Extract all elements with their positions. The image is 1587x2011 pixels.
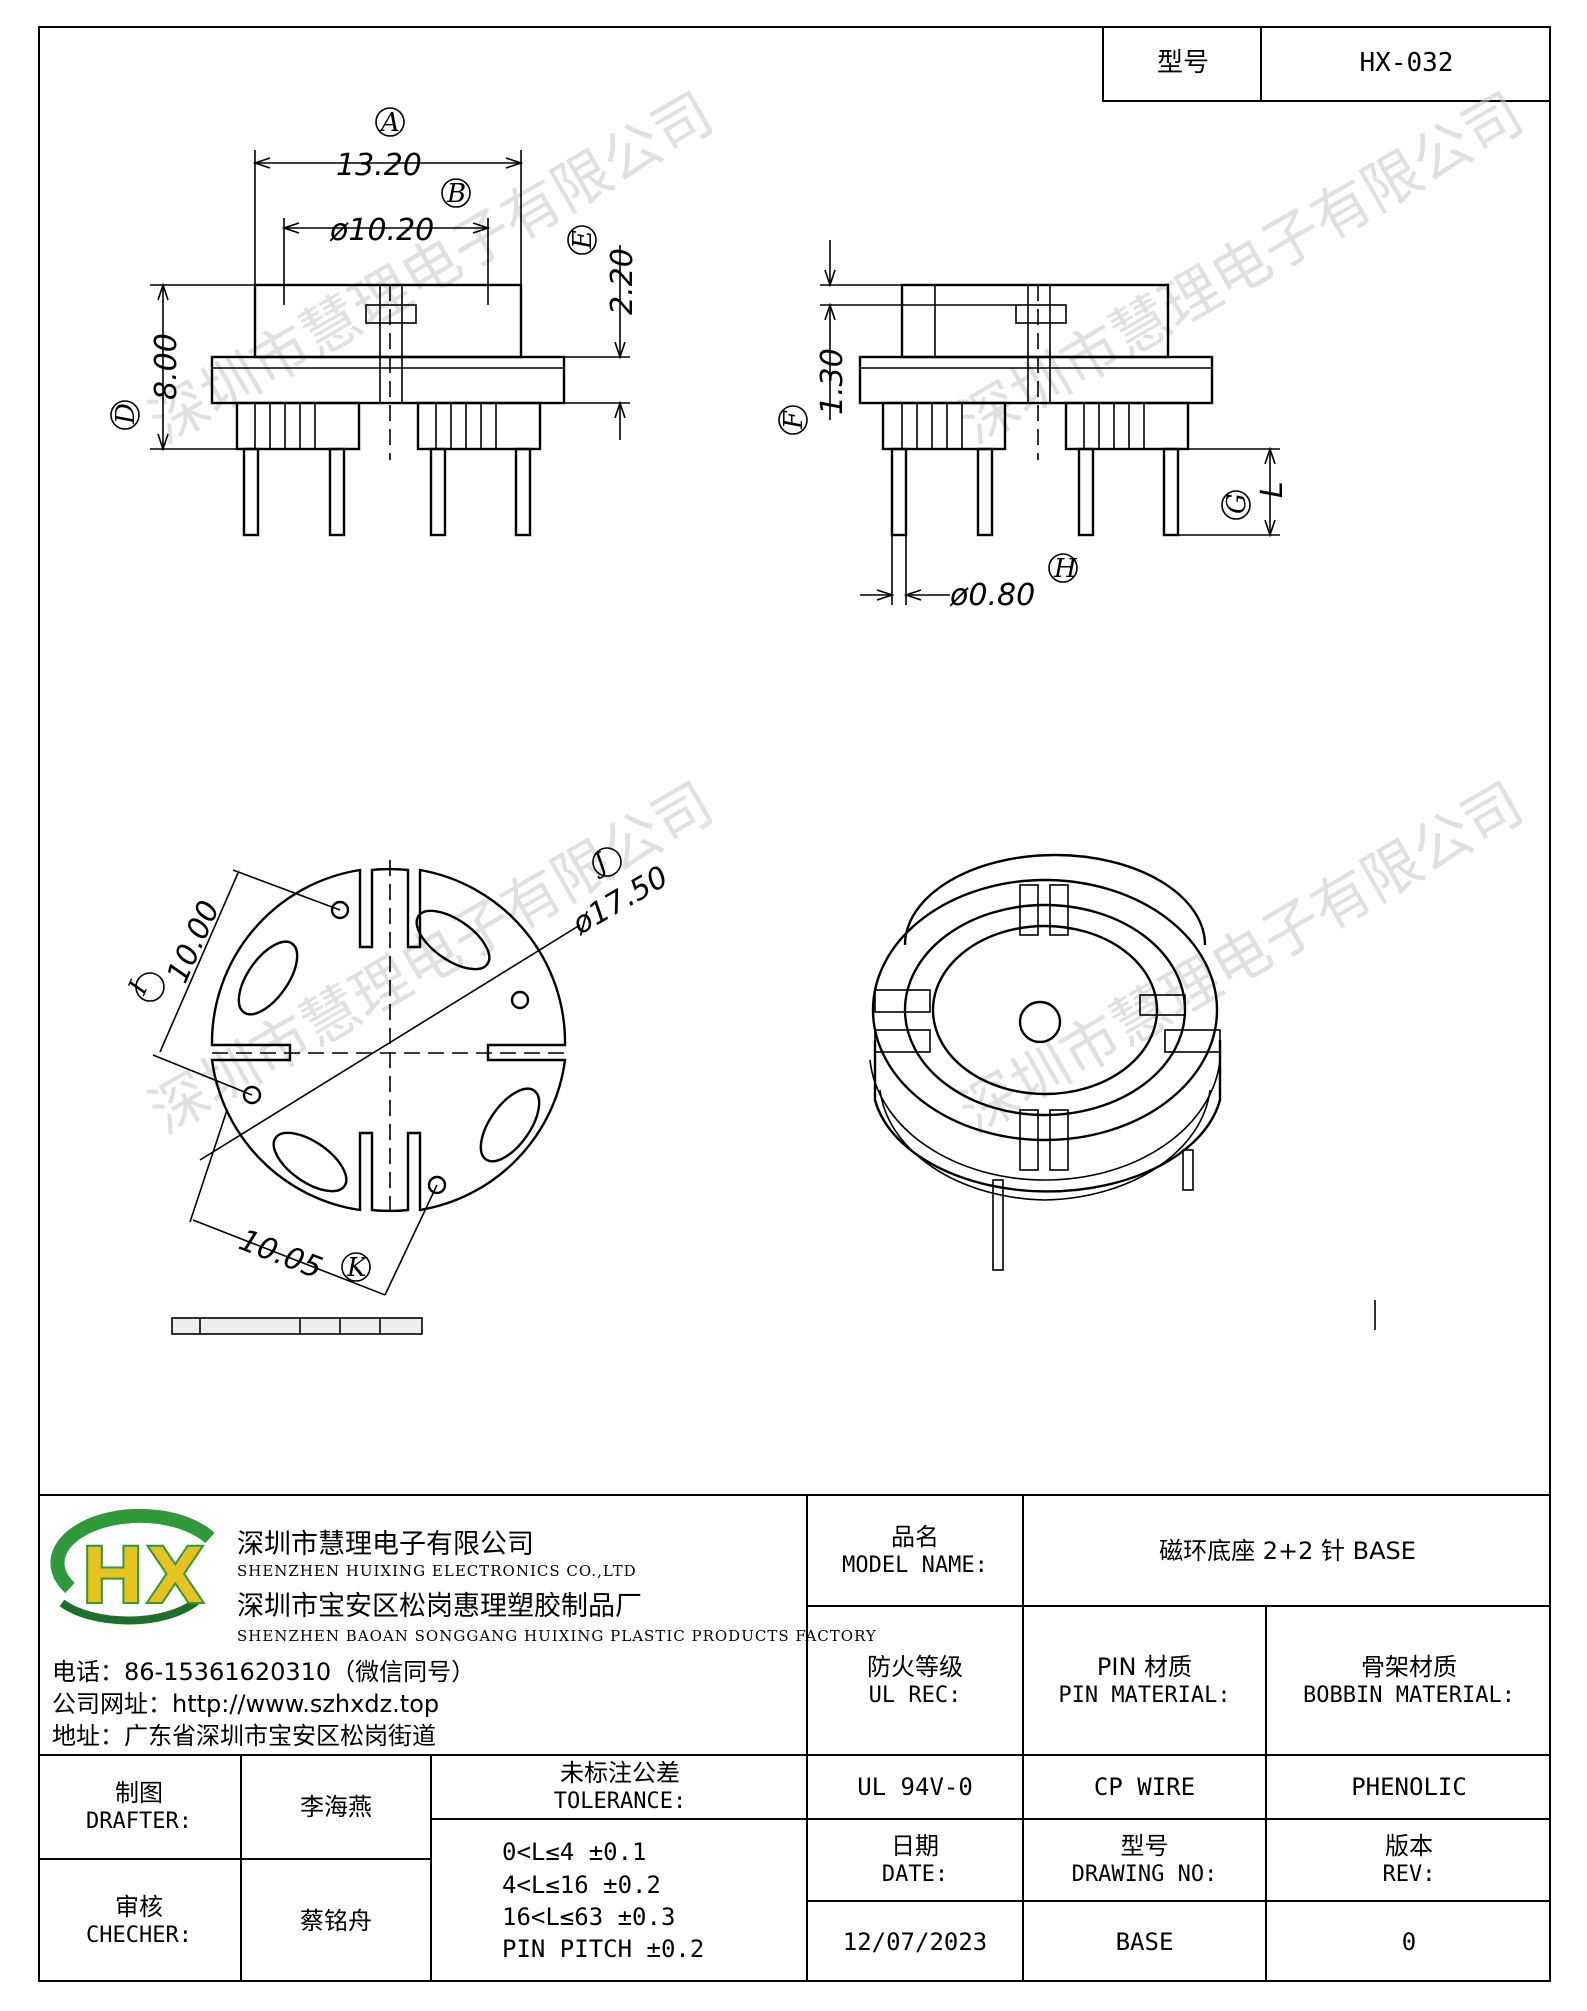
model-name-label: 品名 MODEL NAME: [808,1496,1022,1605]
factory-name-cn: 深圳市宝安区松岗惠理塑胶制品厂 [237,1591,642,1622]
dim-d-value: 8.00 [149,333,184,400]
toolbar-fragment [171,1317,423,1335]
rev-label: 版本 REV: [1267,1820,1551,1900]
date-en: DATE: [881,1862,949,1888]
tolerance-row: 16<L≤63 ±0.3 [502,1903,676,1931]
dim-i-value: 10.00 [160,896,227,989]
watermark-3: 深圳市慧理电子有限公司 [138,769,725,1147]
tolerance-label: 未标注公差 TOLERANCE: [432,1756,808,1818]
dim-h-value: ø0.80 [949,578,1035,613]
pin-material-label: PIN 材质 PIN MATERIAL: [1024,1607,1265,1754]
drafter-label: 制图 DRAFTER: [38,1756,240,1858]
rev-value: 0 [1401,1928,1417,1956]
drafter-name: 李海燕 [300,1793,372,1821]
company-name-cn: 深圳市慧理电子有限公司 [237,1529,534,1560]
bobbin-material-label: 骨架材质 BOBBIN MATERIAL: [1267,1607,1551,1754]
dim-a-value: 13.20 [336,148,422,183]
model-name-cn: 品名 [891,1522,939,1551]
pin-value: CP WIRE [1093,1773,1196,1801]
tolerance-cn: 未标注公差 [560,1759,680,1788]
dim-h-label: H [1053,554,1078,584]
ul-rec-label: 防火等级 UL REC: [808,1607,1022,1754]
company-website: 公司网址：http://www.szhxdz.top [52,1690,440,1718]
drafter-cn: 制图 [115,1779,163,1808]
drawing-no-en: DRAWING NO: [1071,1862,1218,1888]
dim-k-label: K [346,1253,368,1283]
dim-f-value: 1.30 [815,348,850,415]
dim-d-label: D [111,403,141,425]
technical-drawing: 深圳市慧理电子有限公司 深圳市慧理电子有限公司 深圳市慧理电子有限公司 深圳市慧… [110,79,1535,1335]
model-name-value: 磁环底座 2+2 针 BASE [1159,1536,1416,1565]
pin-material-en: PIN MATERIAL: [1058,1682,1231,1708]
tolerance-row: 0<L≤4 ±0.1 [502,1838,647,1867]
company-name-en: SHENZHEN HUIXING ELECTRONICS CO.,LTD [237,1562,637,1580]
side-view: 1.30 F L G ø0.80 H [778,240,1290,613]
ul-value: UL 94V-0 [857,1773,973,1801]
rev-en: REV: [1382,1862,1436,1888]
checker-label: 审核 CHECHER: [38,1860,240,1982]
date-value: 12/07/2023 [842,1928,988,1956]
drawing-no-value: BASE [1115,1928,1174,1956]
watermark-2: 深圳市慧理电子有限公司 [948,79,1535,457]
bobbin-material-cn: 骨架材质 [1361,1652,1457,1681]
checker-name: 蔡铭舟 [300,1907,372,1935]
dim-b-label: B [446,179,466,209]
dim-e-value: 2.20 [605,248,640,315]
model-name-en: MODEL NAME: [842,1552,988,1578]
bobbin-value: PHENOLIC [1351,1773,1467,1801]
checker-cn: 审核 [115,1893,163,1922]
company-address: 地址：广东省深圳市宝安区松岗街道 [52,1722,436,1750]
factory-name-en: SHENZHEN BAOAN SONGGANG HUIXING PLASTIC … [237,1627,877,1645]
tolerance-row: PIN PITCH ±0.2 [502,1935,705,1964]
tolerance-en: TOLERANCE: [553,1789,687,1815]
dim-a-label: A [379,108,400,138]
dim-k-value: 10.05 [234,1223,327,1286]
drawing-no-cn: 型号 [1120,1832,1169,1861]
ul-rec-en: UL REC: [868,1682,962,1708]
header-model-label: 型号 [1102,26,1262,102]
bobbin-material-en: BOBBIN MATERIAL: [1303,1682,1515,1708]
tolerance-row: 4<L≤16 ±0.2 [502,1870,661,1899]
rev-cn: 版本 [1385,1832,1433,1861]
date-cn: 日期 [891,1832,939,1861]
isometric-view [869,853,1376,1330]
dim-b-value: ø10.20 [329,213,434,248]
header-model-value: HX-032 [1260,26,1551,102]
dim-g-value: L [1255,481,1290,498]
dim-e-label: E [568,230,598,250]
tolerance-table: 0<L≤4 ±0.1 4<L≤16 ±0.2 16<L≤63 ±0.3 PIN … [432,1820,808,1982]
company-phone: 电话：86-15361620310（微信同号） [52,1658,476,1686]
watermark-4: 深圳市慧理电子有限公司 [948,769,1535,1147]
drawing-no-label: 型号 DRAWING NO: [1024,1820,1265,1900]
pin-material-cn: PIN 材质 [1096,1652,1193,1681]
drawing-frame [38,26,1551,1982]
logo-text: HX [80,1532,205,1622]
front-view: 13.20 A ø10.20 B 8.00 D 2.20 E [110,107,640,537]
company-logo: HX [50,1508,215,1625]
ul-rec-cn: 防火等级 [867,1652,963,1681]
drafter-en: DRAFTER: [86,1809,192,1835]
dim-f-label: F [779,410,809,430]
dim-g-label: G [1222,493,1252,514]
checker-en: CHECHER: [86,1923,192,1949]
date-label: 日期 DATE: [808,1820,1022,1900]
